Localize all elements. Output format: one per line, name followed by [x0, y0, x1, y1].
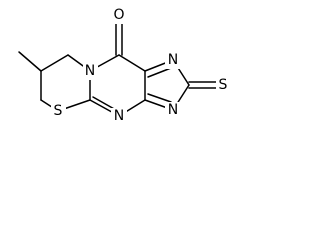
- imidazole-nitrogen-bottom-label: N: [168, 102, 178, 118]
- atom-labels: O N S N N N S: [51, 6, 231, 125]
- bond-carbonyl-c-fused-c-top: [118, 54, 146, 72]
- pyrimidine-nitrogen-label: N: [114, 108, 124, 124]
- chemical-structure-diagram: O N S N N N S: [18, 6, 231, 125]
- imidazole-nitrogen-bottom-atom: N: [165, 102, 181, 119]
- carbonyl-oxygen-label: O: [113, 7, 124, 23]
- thione-sulfur-atom: S: [216, 77, 231, 94]
- carbonyl-oxygen-atom: O: [111, 6, 127, 24]
- bridgehead-nitrogen-label: N: [85, 63, 95, 79]
- thione-sulfur-label: S: [219, 77, 228, 93]
- pyrimidine-nitrogen-atom: N: [111, 108, 127, 125]
- bond-ch-ch2-top: [40, 54, 69, 72]
- bonds: [18, 23, 217, 117]
- imidazole-nitrogen-top-label: N: [168, 52, 178, 68]
- bond-n-bottom-fused-c-bottom-double: [147, 93, 172, 103]
- bridgehead-nitrogen-atom: N: [83, 63, 98, 80]
- bond-methyl: [18, 51, 42, 72]
- imidazole-nitrogen-top-atom: N: [165, 52, 181, 69]
- ring-sulfur-label: S: [54, 103, 63, 119]
- bond-n-c-bridge-double: [92, 96, 117, 111]
- bond-fused-c-top-n-top-double: [147, 67, 172, 78]
- ring-sulfur-atom: S: [51, 103, 66, 120]
